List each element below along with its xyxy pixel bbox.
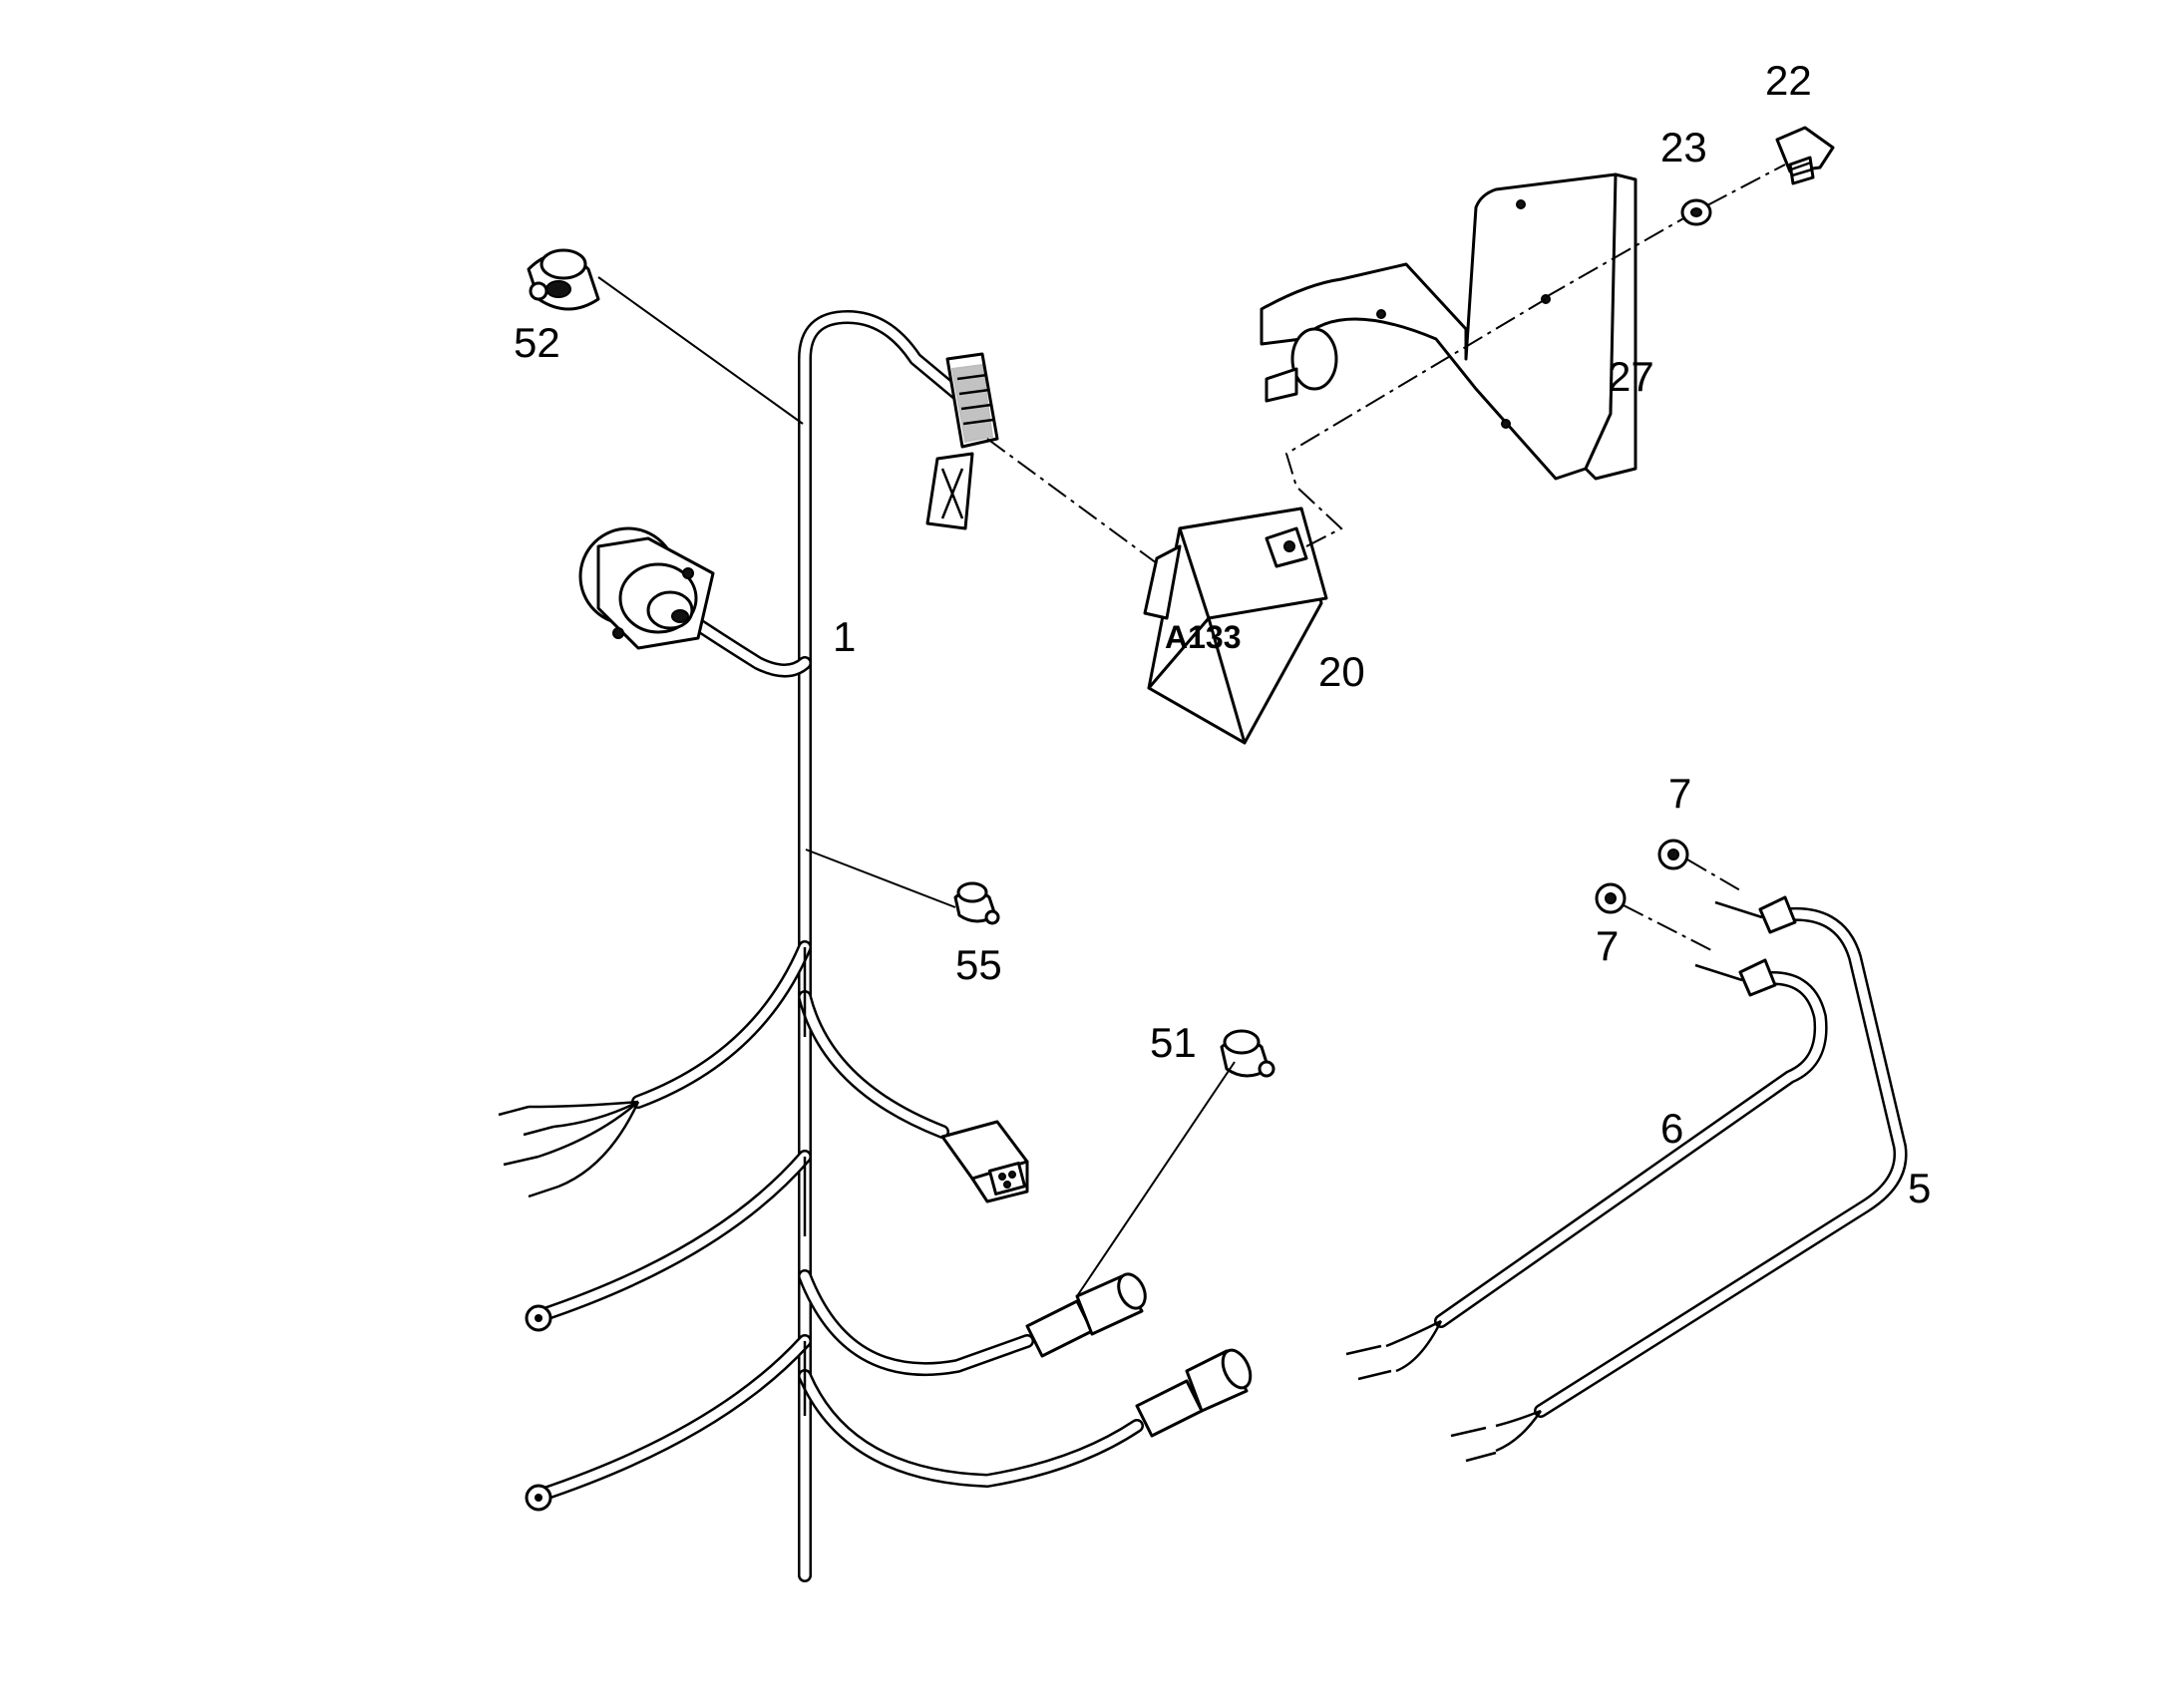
sensor-cable-5	[1450, 895, 1908, 1463]
ring-lug-lower	[525, 1484, 552, 1512]
washer-7-lower	[1595, 882, 1627, 914]
callout-27: 27	[1608, 353, 1654, 400]
assembly-lines	[986, 164, 1786, 953]
callout-labels: 1 5 6 7 7 20 22 23 27 51 52 55	[514, 57, 1931, 1211]
callout-5: 5	[1908, 1165, 1931, 1211]
washer-7-upper	[1657, 839, 1689, 870]
cylindrical-connector-upper	[1025, 1272, 1147, 1358]
callout-6: 6	[1660, 1105, 1683, 1152]
callout-52: 52	[514, 319, 560, 366]
loose-wire-ends	[498, 1100, 640, 1198]
mounting-bracket	[1260, 172, 1637, 481]
main-harness	[532, 310, 1144, 1582]
cable-clip-55	[953, 881, 1000, 925]
callout-51: 51	[1150, 1019, 1197, 1066]
washer-23	[1680, 198, 1712, 226]
sensor-cable-6	[1345, 958, 1828, 1381]
cable-clip-52	[527, 248, 600, 311]
round-panel-connector	[578, 526, 715, 650]
leader-lines	[597, 276, 1236, 1297]
control-module-a133: A133	[1143, 507, 1328, 745]
callout-1: 1	[833, 613, 856, 660]
cable-clip-51	[1220, 1029, 1275, 1078]
rectangular-connector	[940, 1120, 1029, 1203]
module-label: A133	[1165, 619, 1242, 655]
callout-7-lower: 7	[1596, 922, 1619, 969]
callout-55: 55	[955, 941, 1002, 988]
callout-23: 23	[1660, 124, 1707, 171]
ring-lug-upper	[525, 1304, 552, 1332]
bolt-22	[1775, 126, 1835, 185]
callout-7-upper: 7	[1668, 770, 1691, 817]
multi-pin-plug	[925, 352, 999, 530]
callout-22: 22	[1765, 57, 1812, 104]
cylindrical-connector-lower	[1135, 1348, 1253, 1438]
callout-20: 20	[1318, 648, 1365, 695]
